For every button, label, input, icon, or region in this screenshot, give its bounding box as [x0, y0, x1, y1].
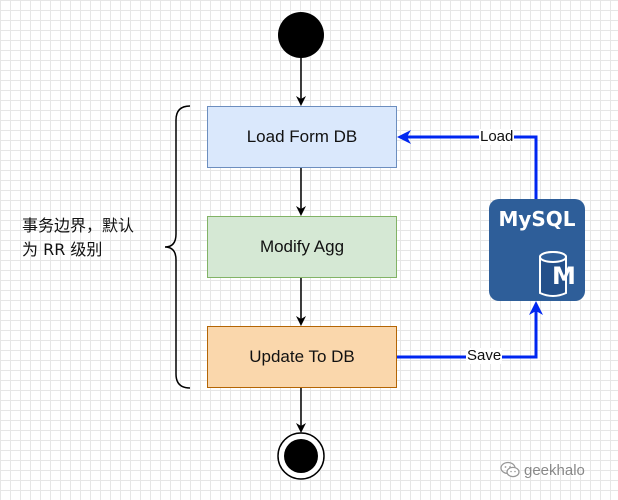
boundary-label-line1: 事务边界，默认 [22, 216, 135, 235]
load-edge-label: Load [479, 128, 515, 145]
load-form-db-node[interactable]: Load Form DB [207, 106, 397, 168]
modify-agg-node[interactable]: Modify Agg [207, 216, 397, 278]
transaction-boundary-brace [164, 105, 191, 389]
edge-db-save [397, 301, 543, 359]
transaction-boundary-label: 事务边界，默认 为 RR 级别 [22, 214, 162, 262]
boundary-label-line2: 为 RR 级别 [22, 240, 103, 259]
watermark-text: geekhalo [524, 461, 585, 479]
start-node [278, 12, 324, 58]
mysql-badge-letter: M [552, 262, 576, 290]
mysql-label: MySQL [498, 207, 576, 231]
mysql-database-icon[interactable] [489, 199, 585, 301]
end-node-inner [284, 439, 318, 473]
save-edge-label: Save [466, 347, 503, 364]
watermark: geekhalo [500, 461, 585, 479]
update-to-db-label: Update To DB [249, 347, 355, 366]
modify-agg-label: Modify Agg [259, 237, 345, 256]
update-to-db-node[interactable]: Update To DB [207, 326, 397, 388]
edge-db-load [397, 130, 538, 199]
load-form-db-label: Load Form DB [246, 127, 358, 146]
wechat-icon [500, 461, 520, 478]
